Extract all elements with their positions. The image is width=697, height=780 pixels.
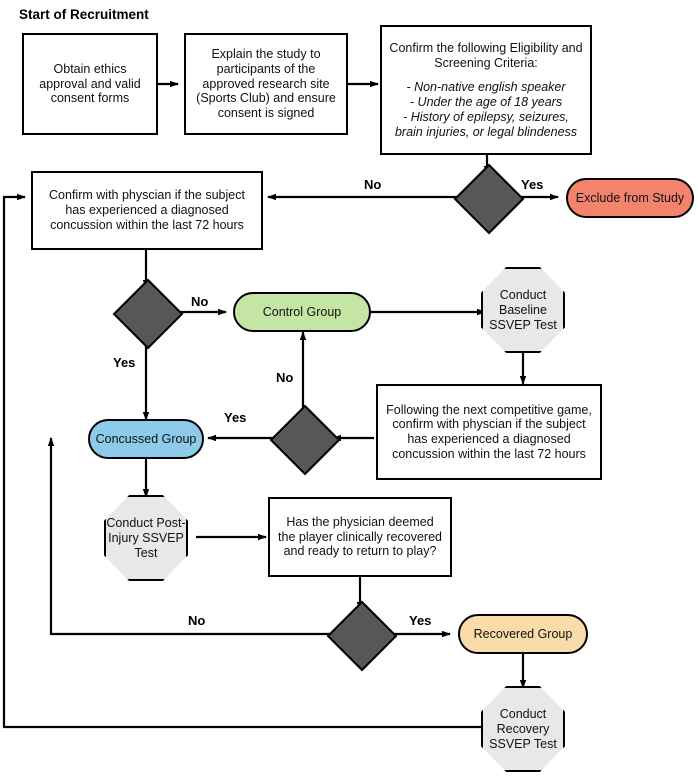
criteria-heading: Confirm the following Eligibility and Sc… [389,40,583,70]
node-explain-study-label: Explain the study to participants of the… [196,47,336,121]
criteria-text-block: Confirm the following Eligibility and Sc… [382,39,590,142]
edge-label-eligibility-yes: Yes [521,177,544,192]
node-recovered-group-label: Recovered Group [473,627,573,641]
node-exclude-from-study[interactable]: Exclude from Study [566,178,694,218]
criteria-item-2: - History of epilepsy, seizures, brain i… [394,109,578,139]
edge-label-eligibility-no: No [364,177,382,192]
edge-label-concussion1-yes: Yes [113,355,136,370]
node-recovery-ssvep-test-label: Conduct Recovery SSVEP Test [489,706,557,751]
node-recovery-question-label: Has the physician deemed the player clin… [278,514,442,559]
node-recovery-question[interactable]: Has the physician deemed the player clin… [268,497,452,577]
octagon-shape-baseline [481,267,565,353]
node-post-injury-ssvep-test[interactable]: Conduct Post-Injury SSVEP Test [104,495,188,581]
node-eligibility-criteria[interactable]: Confirm the following Eligibility and Sc… [380,25,592,155]
octagon-shape-post-injury [104,495,188,581]
node-concussed-group-label: Concussed Group [95,432,197,446]
node-recovery-ssvep-test[interactable]: Conduct Recovery SSVEP Test [481,686,565,772]
node-next-competitive-game[interactable]: Following the next competitive game, con… [376,384,602,480]
node-post-injury-ssvep-test-label: Conduct Post-Injury SSVEP Test [106,515,186,560]
node-recovered-group[interactable]: Recovered Group [458,614,588,654]
node-explain-study[interactable]: Explain the study to participants of the… [184,33,348,135]
node-confirm-concussion[interactable]: Confirm with physcian if the subject has… [31,171,263,250]
node-obtain-ethics[interactable]: Obtain ethics approval and valid consent… [22,33,158,135]
node-exclude-from-study-label: Exclude from Study [575,191,685,205]
edge-label-concussion1-no: No [191,294,209,309]
node-confirm-concussion-label: Confirm with physcian if the subject has… [49,188,245,232]
edge-label-concussion2-yes: Yes [224,410,247,425]
edge-label-recovered-no: No [188,613,206,628]
edge-label-concussion2-no: No [276,370,294,385]
page-title: Start of Recruitment [19,7,149,22]
node-next-competitive-game-label: Following the next competitive game, con… [386,402,592,461]
criteria-item-0: - Non-native english speaker [406,79,566,94]
node-baseline-ssvep-test[interactable]: Conduct Baseline SSVEP Test [481,267,565,353]
node-control-group-label: Control Group [262,305,342,319]
node-control-group[interactable]: Control Group [233,292,371,332]
node-obtain-ethics-label: Obtain ethics approval and valid consent… [39,61,141,106]
node-concussed-group[interactable]: Concussed Group [88,419,204,459]
octagon-shape-recovery [481,686,565,772]
edge-label-recovered-yes: Yes [409,613,432,628]
criteria-item-1: - Under the age of 18 years [409,94,563,109]
node-baseline-ssvep-test-label: Conduct Baseline SSVEP Test [489,287,557,332]
